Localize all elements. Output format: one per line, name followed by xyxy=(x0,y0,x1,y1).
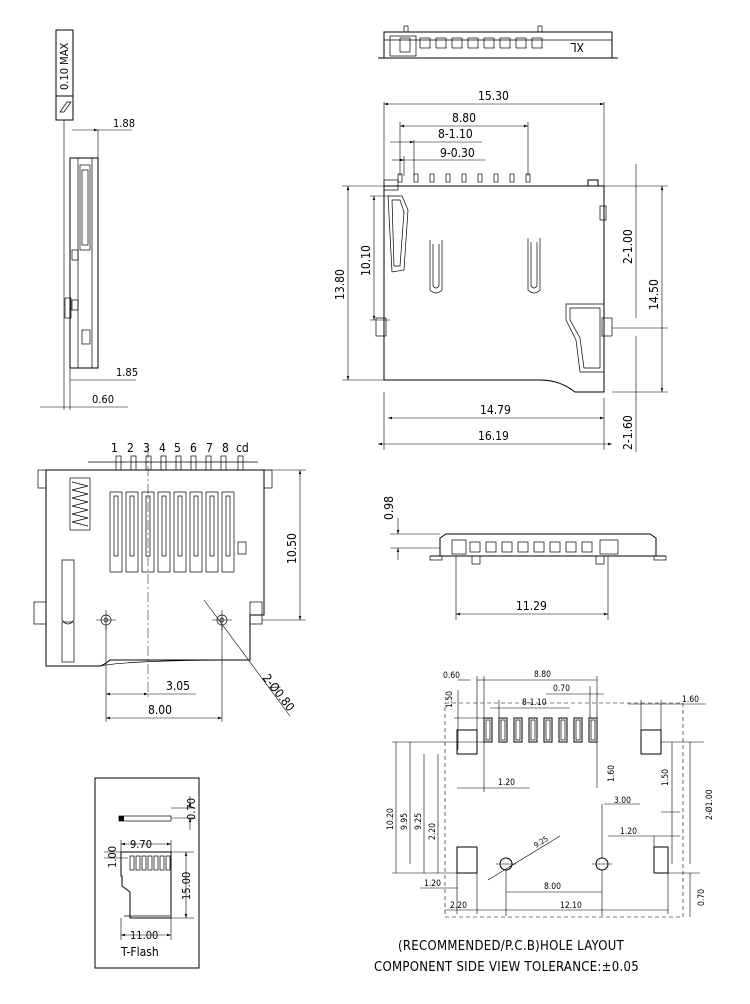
card-dim-1.00: 1.00 xyxy=(106,846,119,868)
hole-layout-boundary xyxy=(444,702,684,918)
hl-dim-2.20-left: 2.20 xyxy=(428,823,438,840)
flatness-tolerance: 0.10 MAX xyxy=(58,43,71,90)
hl-dim-0.70-right: 0.70 xyxy=(697,889,707,906)
hl-dim-9.25-right: 2-Ø1.00 xyxy=(704,789,715,820)
hl-dim-0.60: 0.60 xyxy=(443,671,460,681)
hl-dim-12.10: 12.10 xyxy=(560,901,582,911)
pad-bottom-right xyxy=(653,846,669,874)
dim-8-1.10: 8-1.10 xyxy=(438,127,473,141)
hl-dim-8.80: 8.80 xyxy=(534,670,551,680)
card-view: 0.70 9.70 1.00 15.00 11.00 T-Flash xyxy=(94,777,200,969)
pin-label-2: 2 xyxy=(127,441,134,455)
hl-dim-1.50: 1.50 xyxy=(445,691,455,708)
hole-layout: 8.80 0.60 0.70 8-1.10 1.60 1.50 10.20 9.… xyxy=(374,670,715,975)
dim-8.80: 8.80 xyxy=(452,111,476,125)
hl-dim-1.60-top: 1.60 xyxy=(682,695,699,705)
card-dim-11.00: 11.00 xyxy=(130,929,158,942)
card-frame xyxy=(94,777,200,969)
dim-9-0.30: 9-0.30 xyxy=(440,146,475,160)
dim-14.79: 14.79 xyxy=(480,403,511,417)
dim-1.85: 1.85 xyxy=(116,366,138,379)
front-label: XL xyxy=(571,40,584,54)
bottom-front-view: 0.98 11.29 xyxy=(382,496,667,620)
pad-bottom-left xyxy=(456,846,478,874)
card-dim-15.00: 15.00 xyxy=(180,872,193,900)
pin-label-8: 8 xyxy=(222,441,229,455)
flatness-frame xyxy=(55,29,74,121)
contact-slots xyxy=(109,491,235,573)
pin-label-3: 3 xyxy=(143,441,150,455)
pin-label-7: 7 xyxy=(206,441,213,455)
side-body xyxy=(69,157,99,369)
pin-label-5: 5 xyxy=(174,441,181,455)
hl-dim-9.95: 9.95 xyxy=(400,813,410,830)
hl-dim-1.20-b: 1.20 xyxy=(620,827,637,837)
pin-label-1: 1 xyxy=(111,441,118,455)
pad-top-right xyxy=(640,729,662,755)
hole-layout-caption-1: (RECOMMENDED/P.C.B)HOLE LAYOUT xyxy=(398,939,625,954)
hl-dim-8.00: 8.00 xyxy=(544,882,561,892)
dim-10.10: 10.10 xyxy=(359,245,373,276)
top-contacts xyxy=(397,173,531,183)
hl-dim-0.70: 0.70 xyxy=(553,684,570,694)
hl-dim-8-1.10: 8-1.10 xyxy=(522,698,547,708)
hl-dim-9.25: 9.25 xyxy=(414,813,424,830)
dim-11.29: 11.29 xyxy=(516,599,547,613)
pin-label-cd: cd xyxy=(236,441,249,455)
dim-14.50: 14.50 xyxy=(647,279,661,310)
pin-label-6: 6 xyxy=(190,441,197,455)
dim-16.19: 16.19 xyxy=(478,429,509,443)
bottom-front-body xyxy=(439,533,657,557)
pin-label-4: 4 xyxy=(159,441,166,455)
side-view: 0.10 MAX 1.88 1.85 0.60 xyxy=(40,29,138,410)
dim-13.80: 13.80 xyxy=(333,269,347,300)
top-outline xyxy=(383,179,605,393)
hl-dim-2.20-bottom: 2.20 xyxy=(450,901,467,911)
dim-3.05: 3.05 xyxy=(166,679,190,693)
front-view: XL xyxy=(378,25,618,59)
hl-dim-1.20-a: 1.20 xyxy=(498,778,515,788)
card-body xyxy=(120,851,172,919)
card-dim-0.70: 0.70 xyxy=(185,798,198,820)
dim-0.60: 0.60 xyxy=(92,393,114,406)
dim-15.30: 15.30 xyxy=(478,89,509,103)
hl-dim-1.50-right: 1.50 xyxy=(661,769,671,786)
pin-pads xyxy=(483,717,598,743)
dim-2-1.00: 2-1.00 xyxy=(621,229,635,264)
card-dim-9.70: 9.70 xyxy=(130,838,152,851)
hole-layout-caption-2: COMPONENT SIDE VIEW TOLERANCE:±0.05 xyxy=(374,960,639,975)
top-view: 15.30 8.80 8-1.10 9-0.30 13.80 10.10 14.… xyxy=(333,89,668,452)
dim-0.98: 0.98 xyxy=(382,496,396,520)
hl-dim-3.00: 3.00 xyxy=(614,796,631,806)
dim-8.00: 8.00 xyxy=(148,703,172,717)
hl-dim-1.60-mid: 1.60 xyxy=(607,765,617,782)
flatness-icon xyxy=(59,101,72,113)
hl-dim-1.20-c: 1.20 xyxy=(424,879,441,889)
hl-dim-10.20: 10.20 xyxy=(386,808,396,830)
card-caption: T-Flash xyxy=(120,945,159,959)
dim-10.50: 10.50 xyxy=(285,533,299,564)
pin-view: 1 2 3 4 5 6 7 8 cd 10.50 3.05 8.00 2-Ø0.… xyxy=(33,441,306,722)
dim-2-d0.80: 2-Ø0.80 xyxy=(260,671,298,714)
dim-2-1.60: 2-1.60 xyxy=(621,415,635,450)
dim-1.88: 1.88 xyxy=(113,117,135,130)
